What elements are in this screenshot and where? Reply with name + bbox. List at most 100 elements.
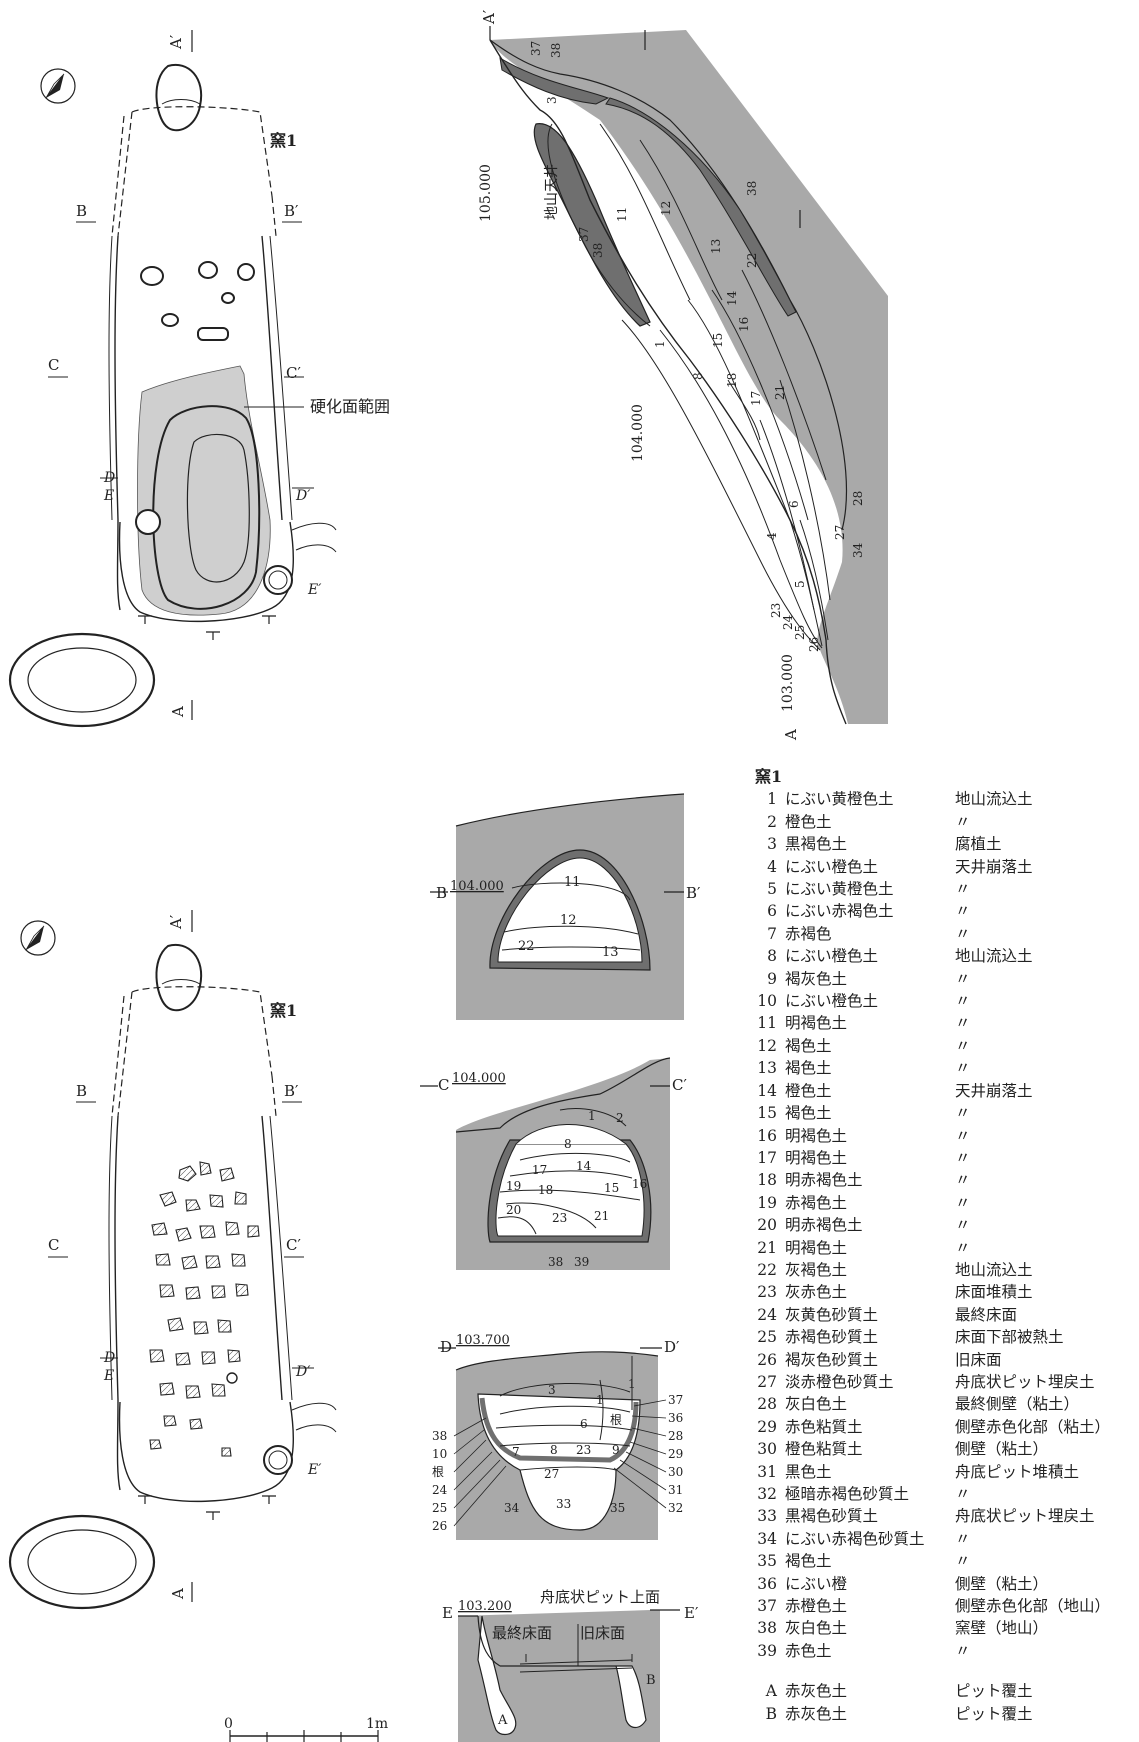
layer-label: 35 xyxy=(610,1501,625,1515)
layer-label: 21 xyxy=(773,385,787,400)
layer-label: 12 xyxy=(659,201,673,216)
legend-note: 地山流込土 xyxy=(955,947,1033,966)
legend-soil: 灰白色土 xyxy=(785,1395,848,1414)
legend-soil: 灰白色土 xyxy=(785,1619,848,1638)
layer-label: 37 xyxy=(577,227,591,242)
legend-number: 12 xyxy=(757,1036,777,1055)
layer-label: 11 xyxy=(564,875,581,890)
legend-soil: にぶい赤褐色砂質土 xyxy=(785,1529,925,1548)
legend-number: 18 xyxy=(757,1171,777,1190)
legend-number: 31 xyxy=(757,1462,777,1481)
legend-soil: 淡赤橙色砂質土 xyxy=(785,1372,894,1391)
legend-soil: にぶい赤褐色土 xyxy=(785,902,894,921)
legend-number: 4 xyxy=(767,857,777,876)
section-d-left: D xyxy=(440,1338,452,1356)
legend-soil: にぶい橙色土 xyxy=(785,947,879,966)
legend-soil: にぶい橙 xyxy=(785,1574,848,1593)
section-e-right: E′ xyxy=(684,1604,699,1622)
layer-label: 2 xyxy=(616,1111,624,1125)
north-arrow-icon xyxy=(40,68,76,104)
section-d-elev: 103.700 xyxy=(456,1333,510,1348)
section-e: E E′ 103.200 舟底状ピット上面 最終床面 旧床面 A B xyxy=(442,1588,699,1742)
plan-bottom-a-prime: A′ xyxy=(167,914,185,930)
legend-note: 地山流込土 xyxy=(955,1260,1033,1279)
legend-soil: 赤褐色砂質土 xyxy=(785,1328,879,1347)
plan-bottom-c: C xyxy=(48,1236,59,1254)
section-c-elev: 104.000 xyxy=(452,1071,506,1086)
legend-note: ピット覆土 xyxy=(955,1682,1033,1701)
legend-number: 20 xyxy=(757,1216,777,1235)
plan-bottom-kiln-label: 窯1 xyxy=(270,1001,297,1020)
legend-soil: 橙色土 xyxy=(785,1081,832,1100)
legend-note: 〃 xyxy=(955,1104,971,1123)
legend-soil: 極暗赤褐色砂質土 xyxy=(785,1485,910,1503)
legend-note: 舟底状ピット埋戻土 xyxy=(955,1507,1095,1526)
legend-number: 39 xyxy=(757,1641,777,1660)
layer-label: 20 xyxy=(506,1203,521,1217)
section-d: D D′ 103.700 3 1 1 根 6 7 8 23 9 27 33 34… xyxy=(432,1333,683,1540)
legend-note: 床面下部被熱土 xyxy=(955,1328,1064,1347)
legend-soil: 赤灰色土 xyxy=(785,1704,848,1723)
layer-label: 31 xyxy=(668,1483,683,1497)
layer-label: 24 xyxy=(432,1483,448,1497)
layer-label: 14 xyxy=(725,290,739,306)
layer-label: 3 xyxy=(548,1383,556,1397)
layer-label: 19 xyxy=(506,1179,521,1193)
legend-number: 27 xyxy=(757,1372,777,1391)
layer-label: 22 xyxy=(745,253,759,268)
plan-bottom-d-prime: D′ xyxy=(295,1364,311,1380)
legend-note: 天井崩落土 xyxy=(955,1081,1033,1100)
legend-soil: 橙色粘質土 xyxy=(785,1440,863,1459)
layer-label: 9 xyxy=(612,1443,620,1457)
legend-note: 側壁（粘土） xyxy=(955,1440,1049,1459)
legend-number: 9 xyxy=(767,969,777,988)
legend-number: 8 xyxy=(767,947,777,966)
legend-soil: 明褐色土 xyxy=(785,1148,848,1167)
legend-note: 地山流込土 xyxy=(955,790,1033,809)
final-floor-label: 最終床面 xyxy=(492,1624,552,1642)
legend-note: 旧床面 xyxy=(955,1350,1002,1369)
layer-label: 17 xyxy=(532,1163,547,1177)
layer-label: 12 xyxy=(560,913,577,928)
section-b-right: B′ xyxy=(686,884,701,902)
legend-note: 〃 xyxy=(955,1036,971,1055)
layer-label: 38 xyxy=(591,243,605,258)
layer-label: 18 xyxy=(538,1183,553,1197)
layer-label: 15 xyxy=(604,1181,619,1195)
old-floor-label: 旧床面 xyxy=(580,1624,625,1642)
layer-label: 8 xyxy=(564,1137,572,1151)
layer-label: 13 xyxy=(709,239,723,254)
plan-top-kiln-label: 窯1 xyxy=(270,131,297,150)
legend-soil: 褐色土 xyxy=(785,1552,832,1571)
layer-label: 34 xyxy=(851,542,865,558)
legend-soil: 黒褐色砂質土 xyxy=(785,1507,879,1526)
layer-label: 5 xyxy=(793,580,807,588)
legend-row: 8 にぶい橙色土 地山流込土 xyxy=(755,945,1135,967)
layer-label: 27 xyxy=(544,1467,559,1481)
layer-label: 1 xyxy=(653,340,667,348)
layer-label: 36 xyxy=(668,1411,683,1425)
legend-note: 窯壁（地山） xyxy=(955,1619,1049,1638)
legend-number: 21 xyxy=(757,1238,777,1257)
legend-number: 36 xyxy=(757,1574,777,1593)
legend-note: 〃 xyxy=(955,880,971,899)
layer-label: 33 xyxy=(556,1497,571,1511)
legend-soil: 赤褐色土 xyxy=(785,1193,848,1212)
legend-note: 腐植土 xyxy=(955,835,1002,854)
layer-label: 13 xyxy=(602,945,619,960)
